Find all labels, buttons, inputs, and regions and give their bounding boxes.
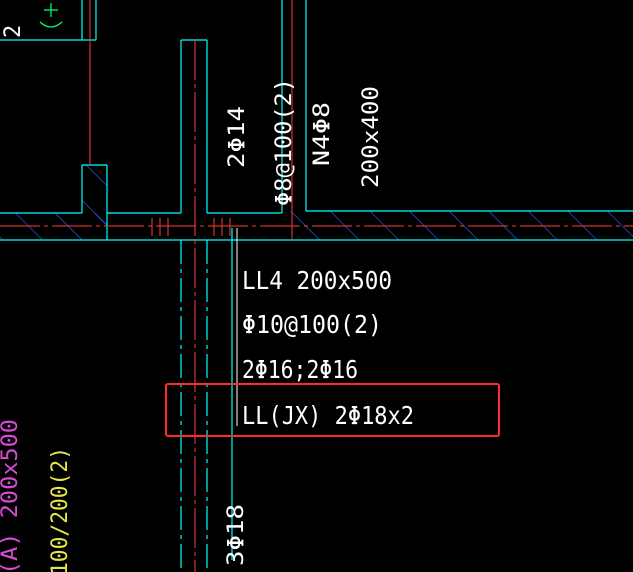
- highlight-box[interactable]: [165, 383, 500, 437]
- section-size-vertical-label: 200x400: [359, 86, 384, 188]
- stirrup-vertical-label: Φ8@100(2): [272, 78, 297, 206]
- tie-bar-vertical-label: N4Φ8: [310, 102, 335, 166]
- bottom-rebar-vertical-label: 3Φ18: [224, 504, 249, 566]
- column-rebar-vertical-label: 2Φ14: [225, 106, 250, 168]
- beam-diagonal-rebar-label: LL(JX) 2Φ18x2: [242, 401, 414, 430]
- crosshair-icon: [39, 3, 63, 28]
- beam-longitudinal-label: 2Φ16;2Φ16: [242, 355, 358, 384]
- beam-stirrup-label: Φ10@100(2): [242, 310, 382, 339]
- hatched-wall-strip: [0, 165, 633, 240]
- left-magenta-fragment: (A) 200x500: [0, 419, 23, 572]
- top-left-fragment: 2: [1, 25, 26, 38]
- beam-name-size-label: LL4 200x500: [242, 266, 392, 295]
- left-yellow-fragment: 100/200(2): [48, 447, 73, 572]
